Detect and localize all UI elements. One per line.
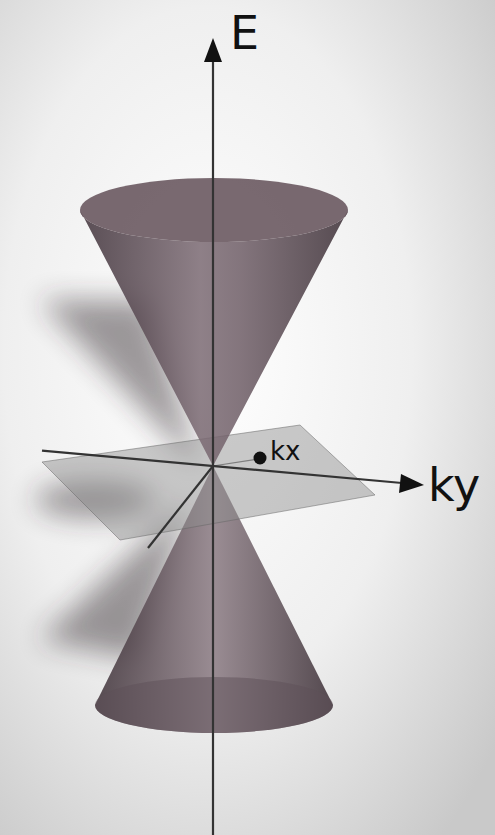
axis-label: kx	[270, 438, 300, 464]
axis-label: E	[230, 10, 259, 56]
axis-label: ky	[428, 462, 480, 508]
kx-axis	[148, 466, 213, 548]
kx-point	[254, 452, 267, 465]
arrow-head	[399, 474, 424, 493]
arrow-head	[204, 38, 222, 62]
kx-axis	[213, 459, 258, 466]
ky-axis	[42, 451, 402, 483]
energy-axis	[212, 58, 214, 835]
